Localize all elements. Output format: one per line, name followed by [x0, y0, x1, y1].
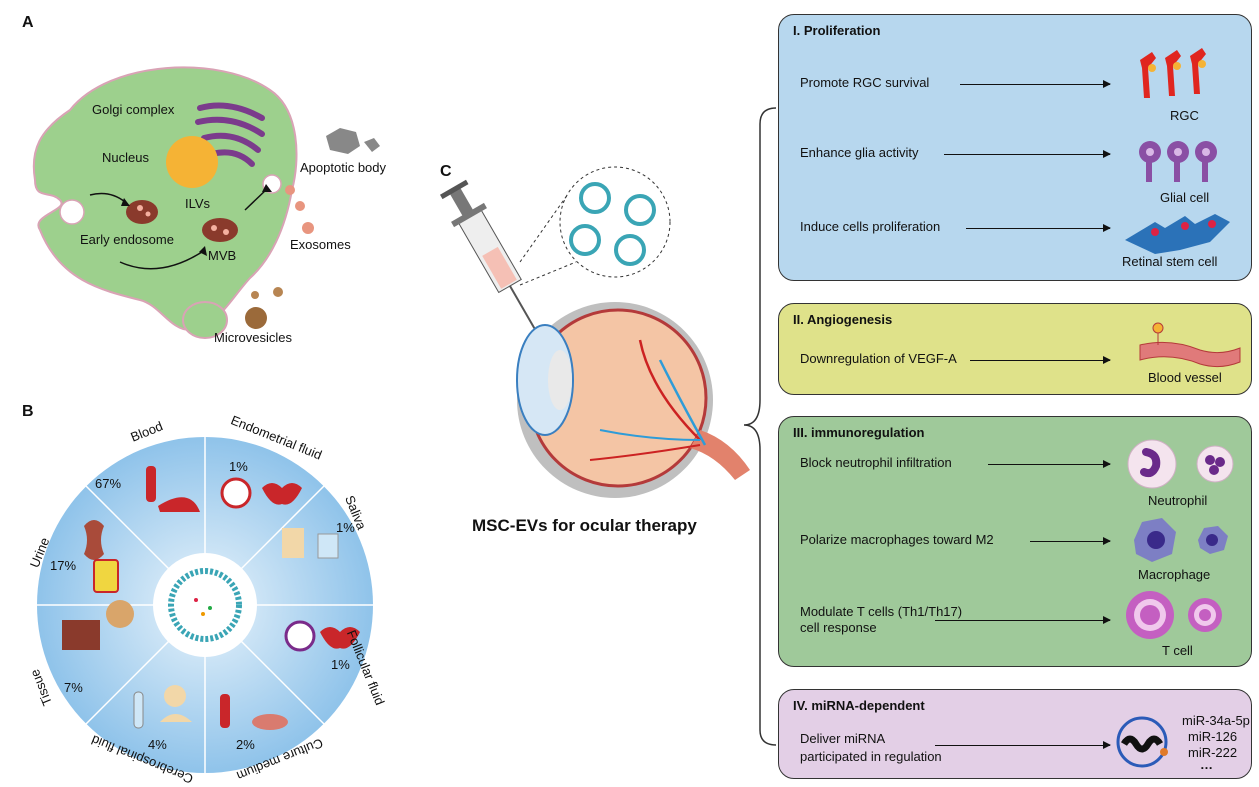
source-percent-saliva: 1% [336, 520, 355, 535]
proliferation-row-2-text: Enhance glia activity [800, 145, 919, 160]
panel-b-label: B [22, 403, 34, 420]
proliferation-row-3-text: Induce cells proliferation [800, 219, 941, 234]
label-exosomes: Exosomes [290, 237, 351, 252]
source-percent-endometrial-fluid: 1% [229, 459, 248, 474]
immuno-row-3-cell: T cell [1162, 643, 1193, 658]
mirna-item-more: … [1200, 757, 1213, 772]
angiogenesis-row-1-cell: Blood vessel [1148, 370, 1222, 385]
proliferation-row-2-arrow [944, 150, 1111, 158]
source-percent-urine: 17% [50, 558, 77, 573]
nucleus-icon [166, 136, 218, 188]
panel-a-label: A [22, 14, 34, 31]
glial-cell-icon [1139, 141, 1217, 182]
mirna-item-1: miR-34a-5p [1182, 713, 1250, 728]
immuno-row-2-text: Polarize macrophages toward M2 [800, 532, 994, 547]
angiogenesis-row-1-arrow [970, 356, 1111, 364]
eyeball-icon [516, 302, 750, 498]
box-proliferation-title: I. Proliferation [793, 23, 881, 38]
saliva-icon [282, 528, 304, 558]
brace [743, 107, 777, 746]
extracellular-vesicle-icon [168, 568, 242, 642]
tissue-icon [62, 620, 100, 650]
retinal-stem-cell-icon [1125, 214, 1230, 254]
exosome-icon [285, 185, 295, 195]
mvb-icon [202, 218, 238, 242]
mirna-item-2: miR-126 [1188, 729, 1238, 744]
label-golgi-complex: Golgi complex [92, 102, 175, 117]
immuno-row-1-cell: Neutrophil [1148, 493, 1208, 508]
source-percent-culture-medium: 2% [236, 737, 255, 752]
box-mirna: IV. miRNA-dependent [778, 689, 1252, 779]
mirna-arrow [935, 741, 1111, 749]
source-percent-cerebrospinal-fluid: 4% [148, 737, 167, 752]
immuno-row-3-text2: cell response [800, 620, 877, 635]
label-early-endosome: Early endosome [80, 232, 174, 247]
early-endosome-icon [126, 200, 158, 224]
label-nucleus: Nucleus [102, 150, 149, 165]
source-percent-tissue: 7% [64, 680, 83, 695]
box-immunoregulation-title: III. immunoregulation [793, 425, 925, 440]
box-angiogenesis-title: II. Angiogenesis [793, 312, 893, 327]
csf-tube-icon [133, 691, 144, 729]
proliferation-row-3-cell: Retinal stem cell [1122, 254, 1218, 269]
immuno-row-1-text: Block neutrophil infiltration [800, 455, 952, 470]
proliferation-row-3-arrow [966, 224, 1111, 232]
neutrophil-icon [1127, 439, 1234, 489]
proliferation-row-1-text: Promote RGC survival [800, 75, 930, 90]
mirna-text2: participated in regulation [800, 749, 942, 764]
syringe-icon [440, 179, 541, 339]
source-percent-blood: 67% [95, 476, 122, 491]
panel-c-caption: MSC-EVs for ocular therapy [472, 516, 697, 535]
panel-c-label: C [440, 163, 452, 180]
proliferation-row-1-arrow [960, 80, 1111, 88]
ev-source-wheel [37, 437, 373, 773]
mirna-item-3: miR-222 [1188, 745, 1238, 760]
immuno-row-3-arrow [935, 616, 1111, 624]
label-microvesicles: Microvesicles [214, 330, 293, 345]
source-percent-follicular-fluid: 1% [331, 657, 350, 672]
eye-injection-illustration [440, 166, 750, 498]
head-icon [164, 685, 186, 707]
t-cell-icon [1126, 591, 1222, 639]
label-mvb: MVB [208, 248, 237, 263]
label-ilvs: ILVs [185, 196, 211, 211]
kidney-icon [84, 520, 104, 560]
label-apoptotic-body: Apoptotic body [300, 160, 387, 175]
rgc-icon [1140, 48, 1206, 98]
mirna-text: Deliver miRNA [800, 731, 886, 746]
box-mirna-title: IV. miRNA-dependent [793, 698, 925, 713]
proliferation-row-1-cell: RGC [1170, 108, 1199, 123]
immuno-row-2-arrow [1030, 537, 1111, 545]
angiogenesis-row-1-text: Downregulation of VEGF-A [800, 351, 957, 366]
culture-dish-icon [252, 714, 288, 730]
apoptotic-body-icon [326, 128, 360, 154]
microvesicle-icon [251, 291, 259, 299]
endometrial-icon [220, 477, 252, 509]
culture-tube-icon [220, 694, 230, 728]
immuno-row-2-cell: Macrophage [1138, 567, 1211, 582]
cell-illustration [32, 66, 380, 339]
macrophage-icon [1134, 518, 1228, 562]
follicle-icon [284, 620, 316, 652]
blood-tube-icon [146, 466, 156, 502]
immuno-row-1-arrow [988, 460, 1111, 468]
urine-icon [93, 559, 119, 593]
proliferation-row-2-cell: Glial cell [1160, 190, 1210, 205]
immuno-row-3-text: Modulate T cells (Th1/Th17) [800, 604, 963, 619]
